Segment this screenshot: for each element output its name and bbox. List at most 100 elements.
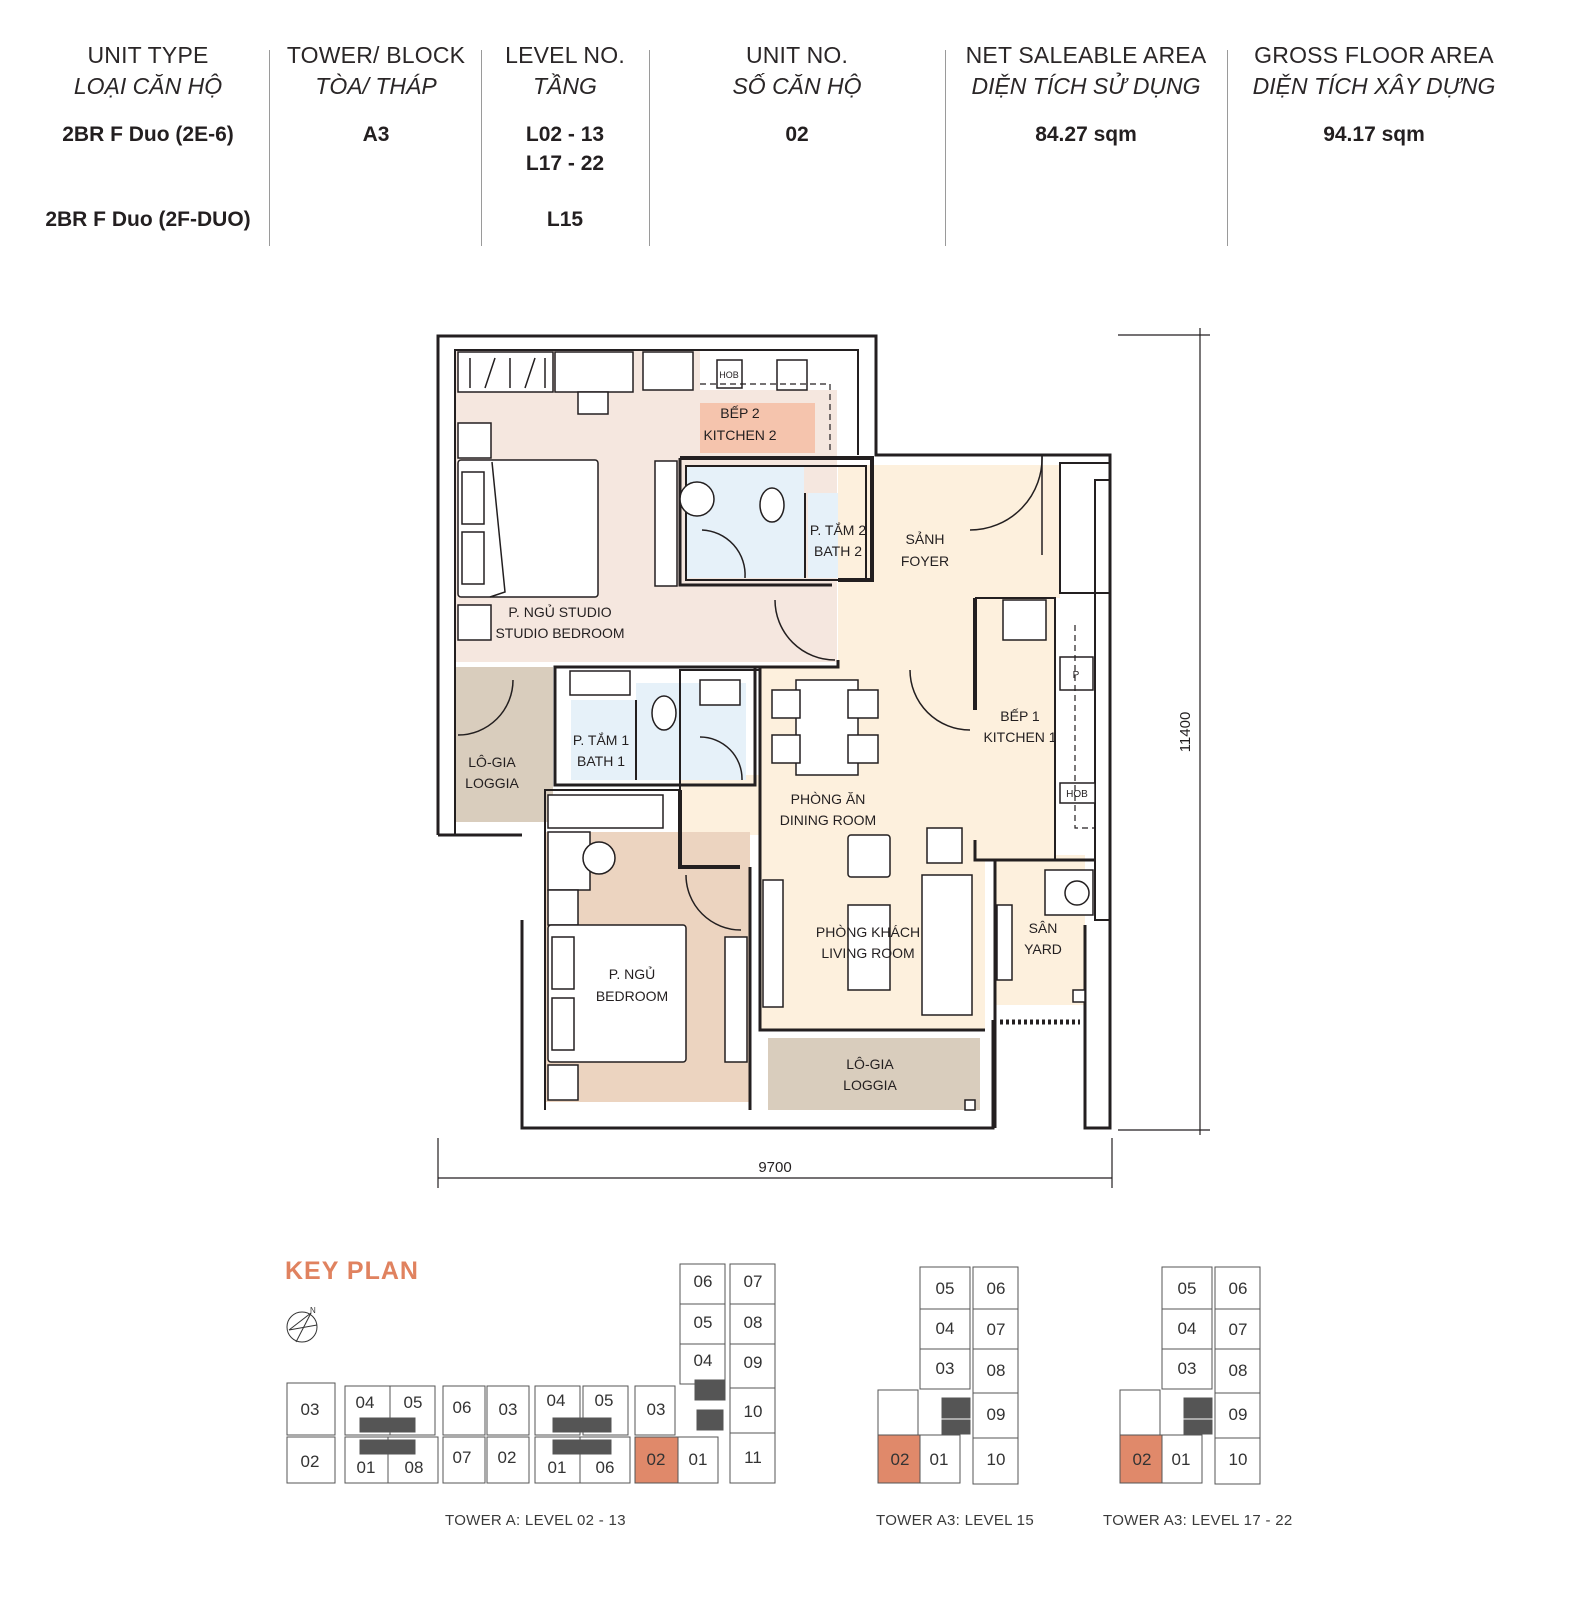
wardrobe-studio bbox=[457, 351, 554, 393]
unit-label: 04 bbox=[547, 1391, 566, 1410]
unit-label: 01 bbox=[689, 1450, 708, 1469]
loggia2-fill bbox=[768, 1038, 980, 1110]
kitchen-door bbox=[909, 669, 971, 731]
unit-cell bbox=[1214, 1392, 1261, 1439]
tower-a3-l15-caption: TOWER A3: LEVEL 15 bbox=[876, 1512, 1034, 1529]
dining-chair bbox=[771, 734, 801, 764]
unit-cell bbox=[634, 1385, 676, 1436]
unit-cell bbox=[486, 1436, 530, 1484]
dining-chair bbox=[771, 689, 801, 719]
col-tower: TOWER/ BLOCK TÒA/ THÁP A3 bbox=[272, 40, 480, 149]
unit-label: 08 bbox=[405, 1458, 424, 1477]
corridor-wall bbox=[678, 790, 740, 869]
pillow bbox=[551, 936, 575, 990]
tower-a-plan bbox=[286, 1263, 776, 1484]
bath1-outer bbox=[553, 665, 757, 787]
sink-1-kitchen bbox=[1059, 656, 1094, 691]
col-unit-no: UNIT NO. SỐ CĂN HỘ 02 bbox=[650, 40, 944, 149]
core-block bbox=[359, 1417, 416, 1433]
unit-label-highlight: 02 bbox=[1133, 1450, 1152, 1469]
tower-label-vi: TÒA/ THÁP bbox=[315, 73, 437, 99]
compass-icon bbox=[286, 1311, 318, 1343]
nsa-label-vi: DIỆN TÍCH SỬ DỤNG bbox=[971, 73, 1201, 99]
unit-label: 01 bbox=[548, 1458, 567, 1477]
unit-label: 06 bbox=[987, 1279, 1006, 1298]
col-level: LEVEL NO. TẦNG L02 - 13 L17 - 22 L15 bbox=[482, 40, 648, 234]
tower-a-labels: 03 04 05 06 03 04 05 03 02 01 08 07 02 0… bbox=[301, 1272, 763, 1477]
tower-a3-l17-labels: 05 04 03 06 07 08 09 10 02 01 bbox=[1133, 1279, 1248, 1469]
living-walls bbox=[758, 667, 985, 1032]
loggia1-label: LÔ-GIA bbox=[468, 754, 516, 770]
kitchen2-label: BẾP 2 bbox=[720, 405, 760, 421]
desk-chair bbox=[577, 391, 609, 415]
gfa-label-vi: DIỆN TÍCH XÂY DỰNG bbox=[1252, 73, 1496, 99]
unit-label: 08 bbox=[987, 1361, 1006, 1380]
nsa-value: 84.27 sqm bbox=[1035, 123, 1137, 146]
unit-label: 05 bbox=[1178, 1279, 1197, 1298]
unit-cell bbox=[1214, 1348, 1261, 1394]
unit-label: 05 bbox=[404, 1393, 423, 1412]
yard-label: SÂN bbox=[1029, 920, 1058, 936]
unit-label: 07 bbox=[1229, 1320, 1248, 1339]
unit-label: 08 bbox=[744, 1313, 763, 1332]
tv-unit-living bbox=[762, 879, 784, 1008]
unit-label: 04 bbox=[694, 1351, 713, 1370]
core-block bbox=[696, 1409, 724, 1431]
unit-label: 03 bbox=[301, 1400, 320, 1419]
living-label: PHÒNG KHÁCH bbox=[816, 924, 920, 940]
unit-cell bbox=[1119, 1389, 1161, 1436]
bedroom-door bbox=[685, 874, 742, 931]
chair-bedroom bbox=[582, 841, 616, 875]
unit-cell-highlight bbox=[1119, 1434, 1163, 1484]
living-label-en: LIVING ROOM bbox=[821, 945, 914, 961]
yard-label-en: YARD bbox=[1024, 941, 1062, 957]
core-block bbox=[941, 1397, 971, 1419]
unit-label: 09 bbox=[744, 1353, 763, 1372]
tv-unit-bedroom bbox=[724, 936, 748, 1063]
coffee-table bbox=[847, 904, 891, 991]
ottoman bbox=[847, 834, 891, 878]
bath2-label-en: BATH 2 bbox=[814, 543, 862, 559]
room-labels: BẾP 2 KITCHEN 2 P. TẮM 2 BATH 2 SẢNH FOY… bbox=[465, 405, 1062, 1093]
yard-steps bbox=[996, 904, 1080, 1025]
unit-label: 07 bbox=[453, 1448, 472, 1467]
level-value-1: L02 - 13 bbox=[525, 123, 605, 146]
unit-cell bbox=[1161, 1308, 1213, 1350]
washer-drum bbox=[1064, 880, 1090, 906]
unit-label-highlight: 02 bbox=[891, 1450, 910, 1469]
loggia1-fill bbox=[455, 667, 553, 822]
p-label: P bbox=[1073, 670, 1080, 681]
kitchen1-label: BẾP 1 bbox=[1000, 708, 1040, 724]
unit-label: 02 bbox=[301, 1452, 320, 1471]
unit-label: 04 bbox=[356, 1393, 375, 1412]
unit-type-label: UNIT TYPE bbox=[87, 42, 209, 68]
unit-label: 06 bbox=[453, 1398, 472, 1417]
unit-type-label-vi: LOẠI CĂN HỘ bbox=[73, 73, 223, 99]
unit-cell-highlight bbox=[877, 1434, 921, 1484]
core-block bbox=[694, 1379, 726, 1401]
dining-label: PHÒNG ĂN bbox=[791, 791, 866, 807]
column-divider bbox=[1227, 50, 1228, 246]
unit-cell bbox=[679, 1343, 726, 1385]
unit-label: 05 bbox=[595, 1391, 614, 1410]
core-block bbox=[1183, 1397, 1213, 1419]
unit-cell bbox=[679, 1263, 726, 1305]
unit-cell bbox=[919, 1266, 971, 1310]
bath2-inner bbox=[685, 465, 867, 581]
loggia1-label-en: LOGGIA bbox=[465, 775, 519, 791]
unit-cell bbox=[972, 1392, 1019, 1439]
pillow bbox=[461, 471, 485, 525]
bath1-label: P. TẮM 1 bbox=[573, 731, 630, 748]
unit-no-value: 02 bbox=[785, 123, 809, 146]
wardrobe-line bbox=[484, 357, 496, 389]
kitchen1-label-en: KITCHEN 1 bbox=[983, 729, 1056, 745]
unit-cell bbox=[442, 1436, 486, 1484]
unit-type-value-2: 2BR F Duo (2F-DUO) bbox=[45, 208, 251, 231]
unit-label: 01 bbox=[357, 1458, 376, 1477]
outer-wall-bottom bbox=[520, 920, 995, 1130]
bath1-label-en: BATH 1 bbox=[577, 753, 625, 769]
bath1-door bbox=[699, 736, 743, 781]
dining-label-en: DINING ROOM bbox=[780, 812, 876, 828]
unit-no-label-vi: SỐ CĂN HỘ bbox=[732, 73, 862, 99]
unit-cell bbox=[1214, 1437, 1261, 1485]
